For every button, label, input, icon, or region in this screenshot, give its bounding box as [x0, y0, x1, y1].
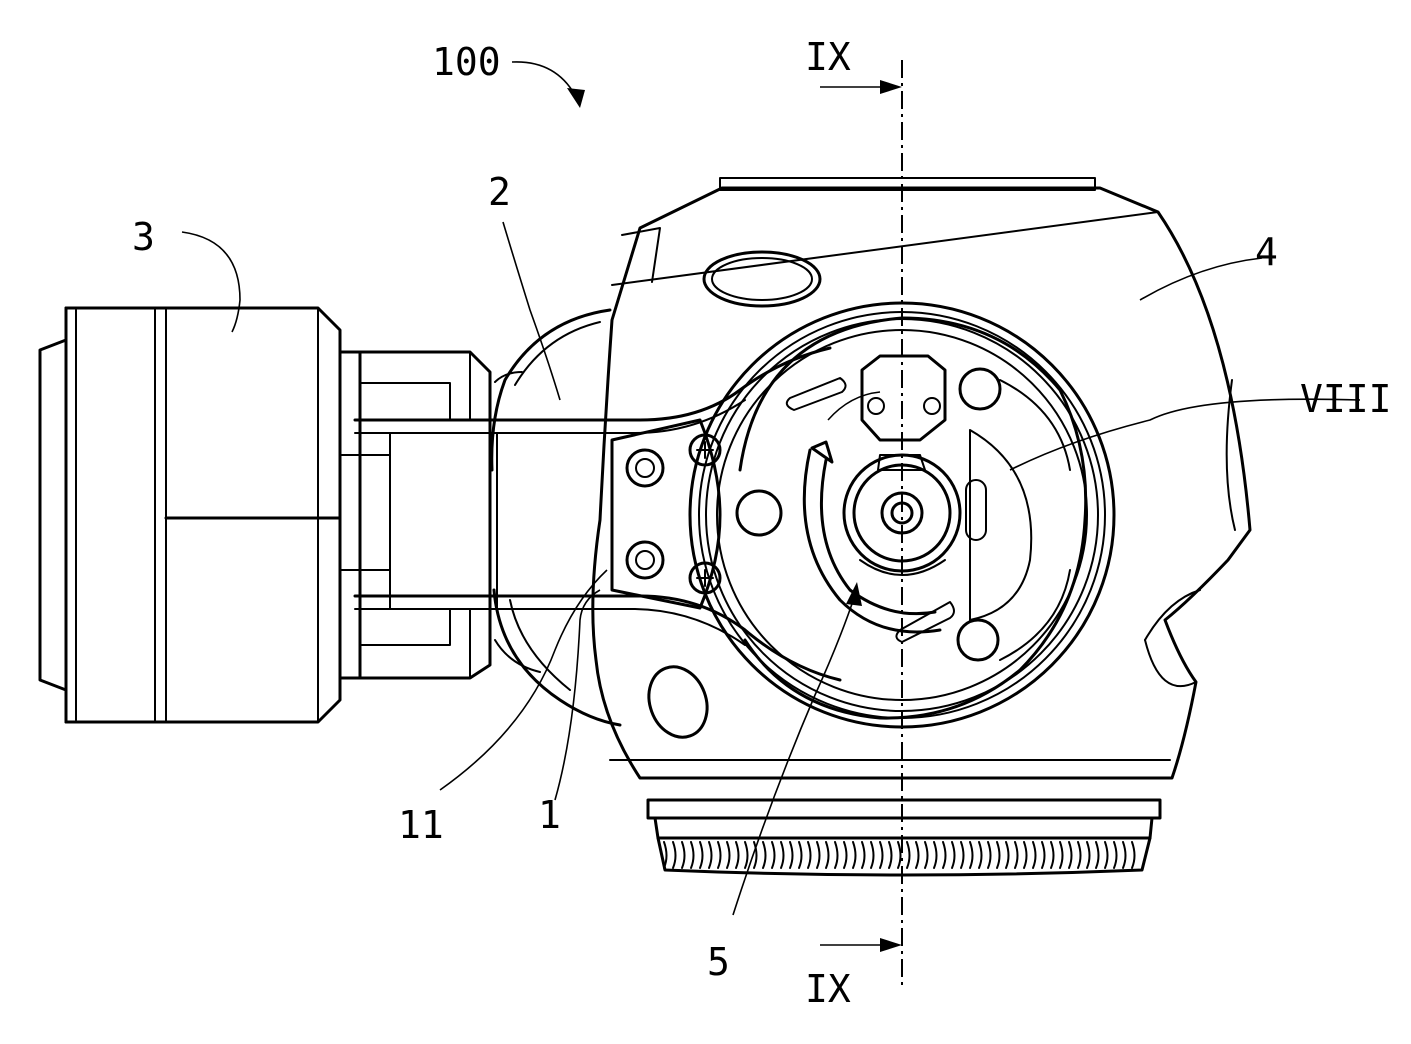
knurl-tooth — [825, 841, 830, 869]
knurl-tooth — [1104, 841, 1109, 869]
knurl-tooth — [807, 841, 812, 869]
knurl-tooth — [969, 841, 974, 869]
knurl-tooth — [933, 841, 938, 869]
knurl-tooth — [789, 841, 794, 869]
label-part-3: 3 — [132, 215, 155, 259]
knurl-tooth — [1086, 841, 1091, 869]
knurl-tooth — [906, 841, 911, 869]
knurl-tooth — [1005, 841, 1010, 869]
label-part-5: 5 — [707, 940, 730, 984]
knurl-tooth — [1131, 841, 1136, 869]
knurled-ring — [646, 798, 1162, 877]
label-section-ix-bottom: IX — [805, 967, 851, 1011]
knurl-tooth — [798, 841, 803, 869]
knurl-tooth — [717, 841, 722, 869]
knurl-tooth — [780, 841, 785, 869]
label-part-2: 2 — [488, 170, 511, 214]
knurl-tooth — [1041, 841, 1046, 869]
label-part-11: 11 — [398, 803, 444, 847]
knurl-tooth — [987, 841, 992, 869]
knurl-tooth — [834, 841, 839, 869]
knurl-teeth — [663, 841, 1136, 869]
base-part-2 — [490, 308, 622, 727]
label-assembly-100: 100 — [432, 40, 501, 84]
knurl-tooth — [771, 841, 776, 869]
knurl-tooth — [735, 841, 740, 869]
knurl-tooth — [942, 841, 947, 869]
knurl-tooth — [960, 841, 965, 869]
knurl-tooth — [879, 841, 884, 869]
housing-part-4 — [591, 177, 1252, 780]
knurl-tooth — [843, 841, 848, 869]
arm-part-1 — [353, 346, 842, 682]
knurl-tooth — [924, 841, 929, 869]
knurl-tooth — [1050, 841, 1055, 869]
part-labels: 100 3 2 4 VIII 11 1 5 IX IX — [132, 35, 1392, 1011]
knurl-tooth — [996, 841, 1001, 869]
knurl-tooth — [690, 841, 695, 869]
knurl-tooth — [951, 841, 956, 869]
knurl-tooth — [861, 841, 866, 869]
knurl-tooth — [681, 841, 686, 869]
knurl-tooth — [1113, 841, 1118, 869]
knurl-tooth — [870, 841, 875, 869]
label-part-1: 1 — [538, 793, 561, 837]
knurl-tooth — [915, 841, 920, 869]
knurl-tooth — [852, 841, 857, 869]
knurl-tooth — [699, 841, 704, 869]
knurl-tooth — [1077, 841, 1082, 869]
knurl-tooth — [888, 841, 893, 869]
knurl-tooth — [663, 841, 668, 869]
knurl-tooth — [708, 841, 713, 869]
knurl-tooth — [816, 841, 821, 869]
knurl-tooth — [672, 841, 677, 869]
knurl-tooth — [1059, 841, 1064, 869]
knurl-tooth — [1032, 841, 1037, 869]
knurl-tooth — [1014, 841, 1019, 869]
knurl-tooth — [1068, 841, 1073, 869]
label-detail-viii: VIII — [1300, 377, 1392, 421]
knurl-tooth — [1095, 841, 1100, 869]
label-section-ix-top: IX — [805, 35, 851, 79]
knurl-tooth — [978, 841, 983, 869]
knurl-tooth — [762, 841, 767, 869]
leader-lines — [181, 61, 1361, 916]
motor-part-3 — [38, 306, 492, 724]
knurl-tooth — [897, 841, 902, 869]
knurl-tooth — [744, 841, 749, 869]
knurl-tooth — [753, 841, 758, 869]
knurl-tooth — [726, 841, 731, 869]
section-line — [820, 60, 903, 985]
label-part-4: 4 — [1255, 230, 1278, 274]
knurl-tooth — [1023, 841, 1028, 869]
knurl-tooth — [1122, 841, 1127, 869]
